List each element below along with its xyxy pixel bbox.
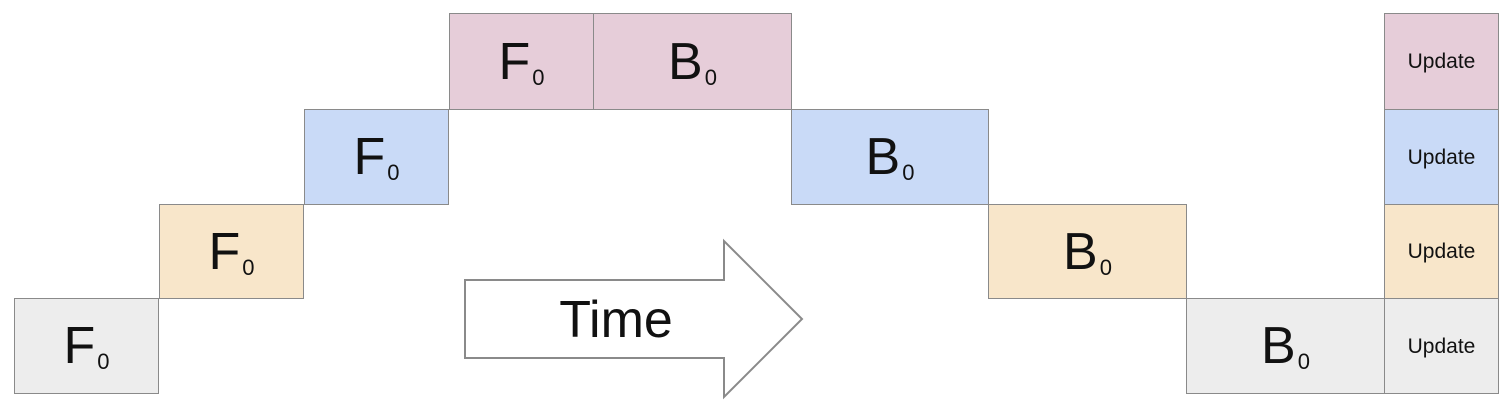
time-arrow-icon — [464, 238, 804, 400]
block-subscript: 0 — [387, 160, 400, 185]
update-block-stage-3: Update — [1384, 13, 1499, 110]
time-label: Time — [559, 291, 673, 349]
block-subscript: 0 — [1099, 254, 1112, 280]
update-block-stage-1: Update — [1384, 204, 1499, 299]
update-label: Update — [1407, 240, 1476, 263]
block-letter: B — [1063, 222, 1098, 281]
block-subscript: 0 — [242, 254, 255, 280]
block-letter: F — [208, 222, 241, 281]
block-subscript: 0 — [902, 160, 915, 185]
block-letter: B — [668, 32, 703, 91]
block-letter: F — [353, 128, 386, 186]
block-subscript: 0 — [1297, 349, 1310, 374]
block-letter: B — [865, 128, 901, 186]
block-subscript: 0 — [97, 349, 110, 374]
block-subscript: 0 — [532, 64, 545, 90]
update-label: Update — [1407, 334, 1476, 358]
update-label: Update — [1407, 145, 1476, 169]
block-letter: F — [498, 32, 531, 91]
block-subscript: 0 — [704, 64, 717, 90]
update-label: Update — [1407, 50, 1476, 73]
block-letter: B — [1261, 317, 1296, 375]
block-letter: F — [63, 317, 96, 375]
update-block-stage-0: Update — [1384, 298, 1499, 394]
update-block-stage-2: Update — [1384, 109, 1499, 205]
